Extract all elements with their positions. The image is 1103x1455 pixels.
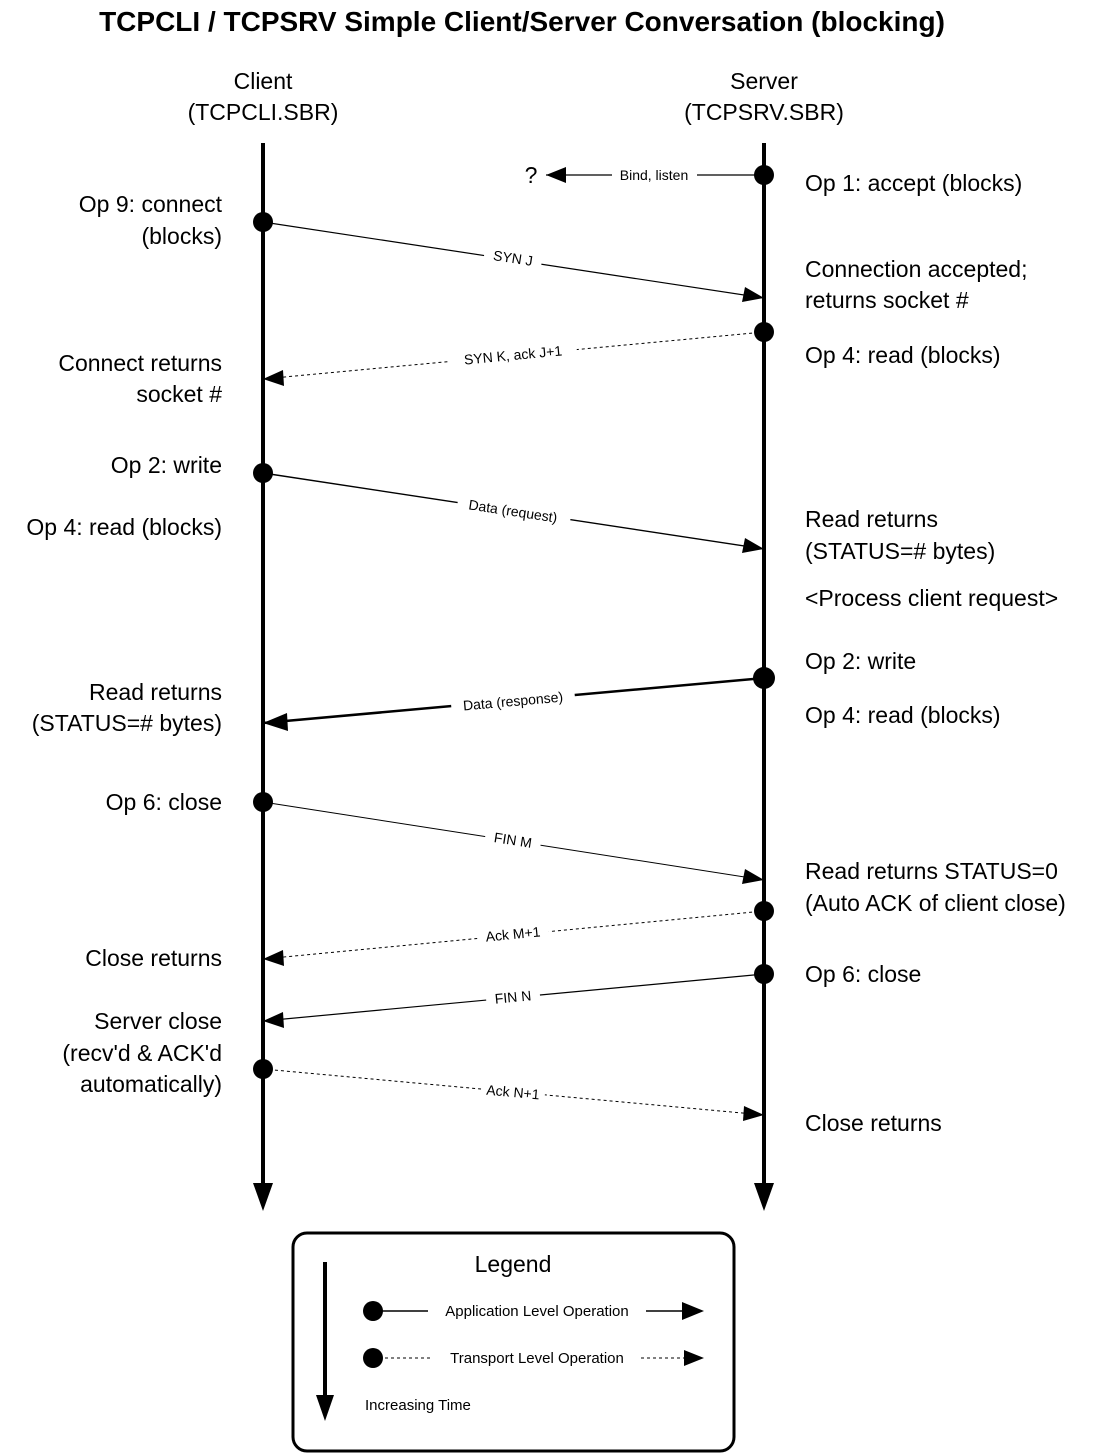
message-data-response: Data (response) — [262, 667, 775, 731]
legend: Legend Application Level Operation Trans… — [291, 1231, 736, 1453]
down-arrow-icon — [316, 1395, 334, 1421]
client-note: Op 4: read (blocks) — [26, 514, 222, 540]
server-note: (Auto ACK of client close) — [805, 890, 1066, 916]
message-fin-m: FIN M — [253, 792, 765, 884]
client-notes: Op 9: connect (blocks) Connect returns s… — [26, 191, 222, 1097]
server-note: Close returns — [805, 1110, 942, 1136]
message-bind-listen: Bind, listen ? — [525, 162, 774, 188]
bullet-icon — [363, 1301, 383, 1321]
client-program: (TCPCLI.SBR) — [188, 99, 339, 125]
server-note: Read returns — [805, 506, 938, 532]
server-lifeline — [754, 143, 774, 1211]
bullet-icon — [363, 1348, 383, 1368]
client-note: Op 6: close — [106, 789, 222, 815]
client-note: Close returns — [85, 945, 222, 971]
server-note: Connection accepted; — [805, 256, 1028, 282]
client-note: (recv'd & ACK'd — [62, 1040, 222, 1066]
legend-transport-label: Transport Level Operation — [450, 1350, 624, 1367]
server-note: returns socket # — [805, 287, 969, 313]
server-notes: Op 1: accept (blocks) Connection accepte… — [805, 170, 1066, 1136]
client-note: (blocks) — [141, 223, 222, 249]
message-label: SYN K, ack J+1 — [463, 342, 563, 367]
client-note: socket # — [136, 381, 222, 407]
legend-time-row: Increasing Time — [316, 1262, 471, 1421]
legend-title: Legend — [475, 1251, 552, 1277]
server-note: Op 4: read (blocks) — [805, 342, 1001, 368]
message-label: Data (request) — [468, 496, 559, 525]
server-note: <Process client request> — [805, 585, 1058, 611]
message-label: Data (response) — [462, 689, 563, 714]
message-ack-m: Ack M+1 — [262, 901, 774, 966]
legend-transport-row: Transport Level Operation — [363, 1348, 704, 1368]
message-fin-n: FIN N — [262, 964, 774, 1028]
server-note: Op 2: write — [805, 648, 916, 674]
server-note: Op 6: close — [805, 961, 921, 987]
server-note: (STATUS=# bytes) — [805, 538, 995, 564]
message-label: Ack M+1 — [485, 923, 541, 944]
client-note: Read returns — [89, 679, 222, 705]
message-label: SYN J — [492, 247, 534, 269]
client-note: (STATUS=# bytes) — [32, 710, 222, 736]
legend-application-label: Application Level Operation — [445, 1303, 628, 1320]
message-label: Bind, listen — [620, 167, 688, 183]
message-syn-j: SYN J — [253, 212, 765, 302]
server-program: (TCPSRV.SBR) — [684, 99, 844, 125]
client-note: Op 9: connect — [79, 191, 223, 217]
message-label: FIN M — [493, 829, 533, 851]
diagram-title: TCPCLI / TCPSRV Simple Client/Server Con… — [99, 6, 945, 37]
message-data-request: Data (request) — [253, 463, 765, 553]
message-label: FIN N — [494, 987, 532, 1006]
message-label: Ack N+1 — [486, 1082, 541, 1103]
client-note: Op 2: write — [111, 452, 222, 478]
message-ack-n: Ack N+1 — [253, 1059, 765, 1121]
server-note: Op 4: read (blocks) — [805, 702, 1001, 728]
client-note: Server close — [94, 1008, 222, 1034]
client-note: automatically) — [80, 1071, 222, 1097]
client-lifeline — [253, 143, 273, 1211]
client-header: Client — [234, 68, 293, 94]
legend-time-label: Increasing Time — [365, 1397, 471, 1414]
message-syn-k: SYN K, ack J+1 — [262, 322, 774, 386]
server-note: Op 1: accept (blocks) — [805, 170, 1022, 196]
client-note: Connect returns — [58, 350, 222, 376]
legend-application-row: Application Level Operation — [363, 1301, 704, 1321]
server-note: Read returns STATUS=0 — [805, 858, 1058, 884]
server-header: Server — [730, 68, 798, 94]
unknown-target-label: ? — [525, 162, 538, 188]
